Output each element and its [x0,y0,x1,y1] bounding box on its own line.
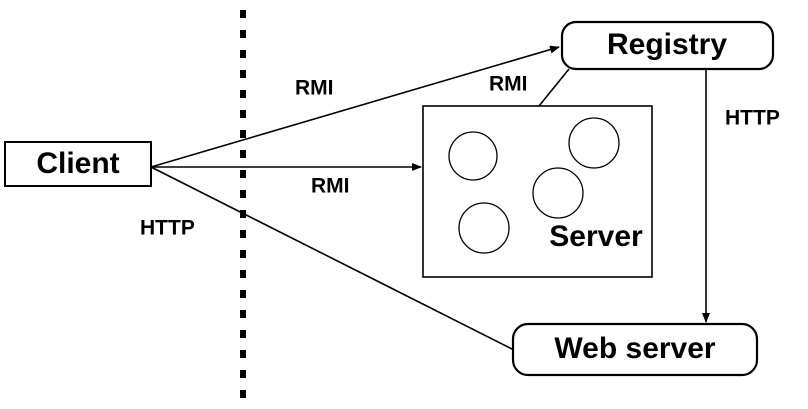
client-label: Client [36,147,119,180]
edge-client-to-registry [150,45,560,168]
edge-label-rmi-client-server: RMI [311,175,350,198]
edge-label-http-client-web-server: HTTP [140,217,195,240]
registry-box[interactable] [560,20,775,71]
server-object-4 [458,202,510,254]
server-label: Server [549,220,643,253]
registry-label: Registry [607,28,727,61]
web-server-label: Web server [554,332,716,365]
node-web-server[interactable]: Web server [511,322,759,377]
edge-label-rmi-client-registry: RMI [295,77,334,100]
node-server[interactable]: Server [422,105,653,278]
edge-client-to-web-server [150,166,515,351]
node-registry[interactable]: Registry [560,20,775,71]
server-object-2 [568,117,620,169]
node-client[interactable]: Client [4,141,152,187]
edge-label-rmi-registry-server: RMI [489,73,528,96]
edge-label-http-registry-web-server: HTTP [725,107,780,130]
server-object-3 [532,167,584,219]
edge-registry-to-server [538,68,570,107]
web-server-box[interactable] [511,322,759,377]
client-box[interactable] [4,141,152,187]
server-object-1 [448,131,498,181]
